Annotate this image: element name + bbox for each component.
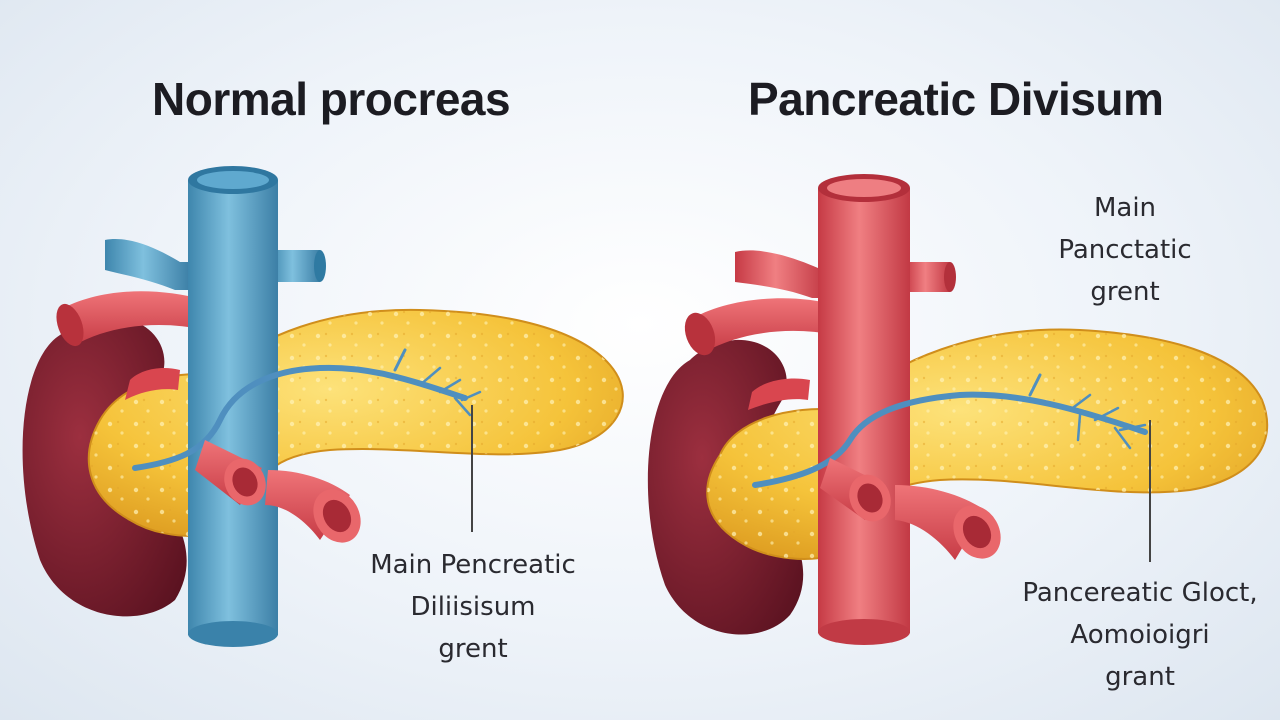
pancreas-divisum-illustration — [647, 174, 1269, 645]
label-pancreatic-duct-right: Pancereatic Gloct, Aomoioigri grant — [1002, 572, 1278, 698]
artery-cut-right-1 — [820, 458, 891, 522]
title-pancreatic-divisum: Pancreatic Divisum — [748, 73, 1164, 125]
pancreatic-duct-normal — [132, 348, 482, 471]
artery-cut-left-2 — [265, 470, 361, 543]
label-line: grent — [1090, 277, 1160, 307]
label-line: grant — [1105, 662, 1175, 692]
label-line: Diliisisum — [410, 592, 536, 622]
label-line: Main Pencreatic — [370, 550, 576, 580]
title-normal-pancreas: Normal procreas — [152, 73, 511, 125]
normal-pancreas-illustration — [22, 166, 624, 647]
label-line: Main — [1093, 193, 1157, 223]
renal-artery-left — [60, 291, 205, 345]
label-line: Pancctatic — [1058, 235, 1192, 265]
renal-artery-right — [690, 298, 835, 352]
artery-cut-left-1 — [195, 440, 266, 506]
label-main-pancreatic-right: Main Pancctatic grent — [1040, 187, 1210, 313]
label-line: Aomoioigri — [1070, 620, 1210, 650]
label-line: grent — [438, 634, 508, 664]
artery-cut-right-2 — [895, 485, 1001, 560]
vena-cava-blue — [105, 166, 326, 647]
pancreatic-duct-divisum — [752, 373, 1148, 488]
label-line: Pancereatic Gloct, — [1022, 578, 1258, 608]
label-main-pancreatic-left: Main Pencreatic Diliisisum grent — [348, 544, 598, 670]
